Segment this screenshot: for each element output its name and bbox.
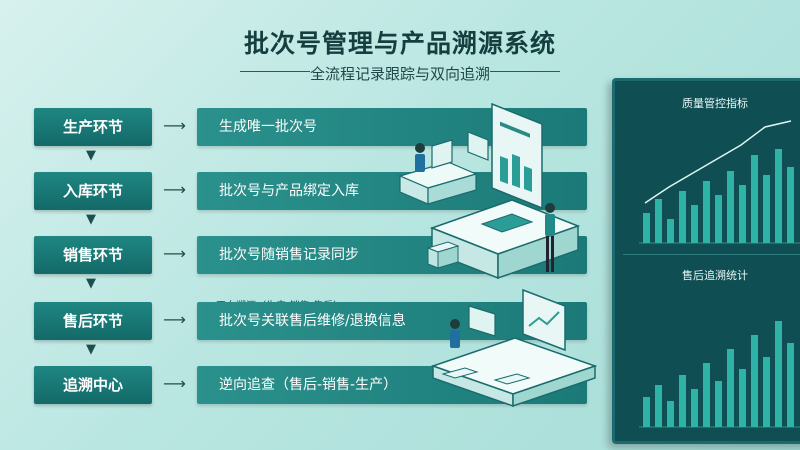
stage-warehousing: 入库环节 — [34, 172, 152, 210]
desc-after-sales: 批次号关联售后维修/退换信息 — [197, 302, 587, 340]
panel-bottom-title: 售后追溯统计 — [682, 269, 748, 282]
workstation-illustration — [398, 102, 581, 280]
page-subtitle: 全流程记录跟踪与双向追溯 — [309, 65, 490, 83]
subtitle-line-left — [240, 71, 310, 72]
subtitle-line-right — [490, 71, 560, 72]
arrow-down-icon: ▼ — [86, 342, 96, 357]
arrow-right-icon: ⟶ — [163, 310, 186, 329]
arrow-right-icon: ⟶ — [163, 244, 186, 263]
arrow-right-icon: ⟶ — [163, 180, 186, 199]
arrow-down-icon: ▼ — [86, 212, 96, 227]
quality-bar-chart — [639, 120, 800, 244]
panel-divider — [623, 254, 800, 255]
panel-top-title: 质量管控指标 — [682, 97, 748, 110]
arrow-right-icon: ⟶ — [163, 116, 186, 135]
stage-production: 生产环节 — [34, 108, 152, 146]
arrow-down-icon: ▼ — [86, 148, 96, 163]
page-title: 批次号管理与产品溯源系统 — [243, 29, 556, 58]
arrow-right-icon: ⟶ — [163, 374, 186, 393]
stage-trace-center: 追溯中心 — [34, 366, 152, 404]
stage-after-sales: 售后环节 — [34, 302, 152, 340]
after-sales-bar-chart — [639, 321, 800, 428]
dashboard-monitor: 质量管控指标 售后追溯统计 — [612, 78, 800, 444]
service-desk-illustration — [430, 288, 598, 408]
arrow-down-icon: ▼ — [86, 276, 96, 291]
stage-sales: 销售环节 — [34, 236, 152, 274]
